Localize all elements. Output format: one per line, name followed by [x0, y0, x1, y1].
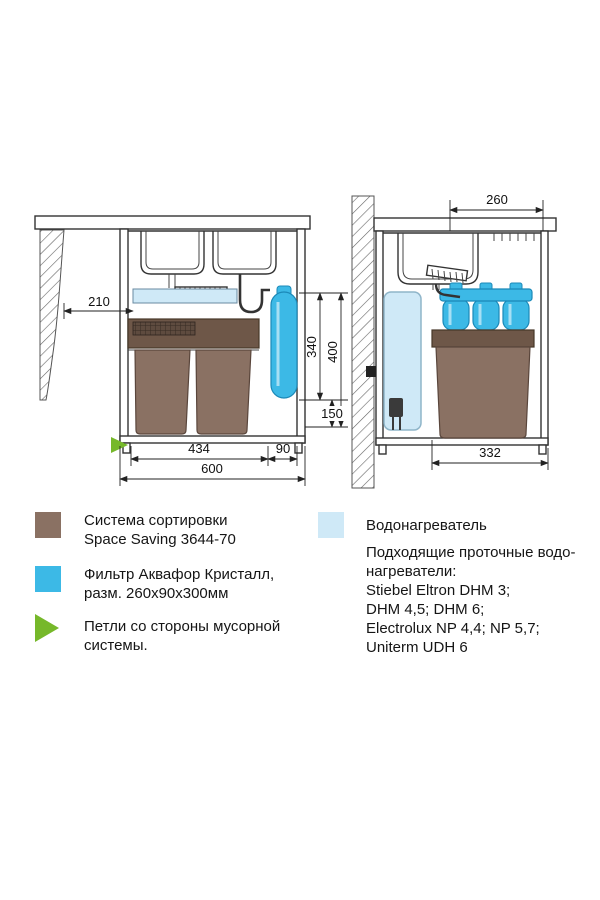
dim-340: 340: [304, 336, 319, 358]
hinges-label: Петли со стороны мусорной системы.: [84, 617, 280, 655]
waste-sorting-system: [127, 288, 260, 435]
heater-note-line6: Uniterm UDH 6: [366, 639, 468, 656]
waste-container: [431, 329, 535, 439]
heater-note: Подходящие проточные водо- нагреватели: …: [366, 543, 575, 657]
heater-note-line2: нагреватели:: [366, 563, 457, 580]
left-drawing: 210 340 400 150 434 90: [34, 215, 348, 486]
sorting-label: Система сортировки Space Saving 3644-70: [84, 511, 236, 549]
heater-label: Водонагреватель: [366, 517, 487, 534]
water-filter: [270, 285, 298, 399]
dim-332: 332: [479, 445, 501, 460]
technical-drawings: 210 340 400 150 434 90: [34, 192, 557, 489]
dim-90: 90: [276, 441, 290, 456]
heater-note-line4: DHM 4,5; DHM 6;: [366, 601, 485, 618]
waste-bin: [134, 349, 191, 435]
cabinet-left-wall: [119, 228, 129, 444]
heater-valve: [389, 398, 403, 417]
cabinet-left-wall: [375, 230, 384, 446]
countertop: [34, 215, 311, 230]
water-filter-cartridges: [439, 282, 533, 331]
cabinet-right-wall: [540, 230, 549, 446]
dim-210: 210: [88, 294, 110, 309]
cabinet-leg: [378, 444, 387, 455]
wall-socket: [366, 366, 376, 377]
dim-260: 260: [486, 192, 508, 207]
wall-section: [351, 195, 375, 489]
filter-swatch: [35, 566, 61, 592]
sink: [383, 232, 541, 285]
hinge-triangle-icon: [35, 614, 59, 642]
drain-plumbing: [425, 264, 469, 299]
cabinet-leg: [294, 442, 303, 454]
cabinet-bottom: [375, 437, 549, 446]
mounting-frame: [132, 288, 238, 304]
wall-section: [39, 229, 65, 401]
hinges-label-line1: Петли со стороны мусорной: [84, 618, 281, 635]
water-heater: [383, 291, 422, 431]
waste-bin: [195, 349, 252, 435]
dim-150: 150: [321, 406, 343, 421]
heater-note-line3: Stiebel Eltron DHM 3;: [366, 582, 511, 599]
filter-label-line2: разм. 260х90х300мм: [84, 585, 229, 602]
filter-label: Фильтр Аквафор Кристалл, разм. 260х90х30…: [84, 565, 274, 603]
cabinet-leg: [122, 442, 131, 454]
dim-400: 400: [325, 341, 340, 363]
countertop: [373, 217, 557, 232]
cabinet-right-wall: [296, 228, 306, 444]
lid-grid: [132, 321, 196, 336]
sorting-swatch: [35, 512, 61, 538]
sorting-label-line2: Space Saving 3644-70: [84, 531, 236, 548]
dim-434: 434: [188, 441, 210, 456]
left-dimensions: 210 340 400 150 434 90: [63, 292, 348, 486]
sorting-label-line1: Система сортировки: [84, 512, 228, 529]
hinges-label-line2: системы.: [84, 637, 148, 654]
sink-double-bowl: [128, 230, 297, 275]
dim-600: 600: [201, 461, 223, 476]
cabinet-leg: [538, 444, 547, 455]
right-drawing: 260 332: [351, 192, 557, 489]
heater-note-line5: Electrolux NP 4,4; NP 5,7;: [366, 620, 540, 637]
heater-swatch: [318, 512, 344, 538]
filter-label-line1: Фильтр Аквафор Кристалл,: [84, 566, 275, 583]
right-dimensions: 260 332: [431, 192, 549, 470]
heater-note-line1: Подходящие проточные водо-: [366, 544, 576, 561]
hinge-marker-triangle: [111, 437, 128, 453]
cabinet-bottom: [119, 435, 306, 444]
